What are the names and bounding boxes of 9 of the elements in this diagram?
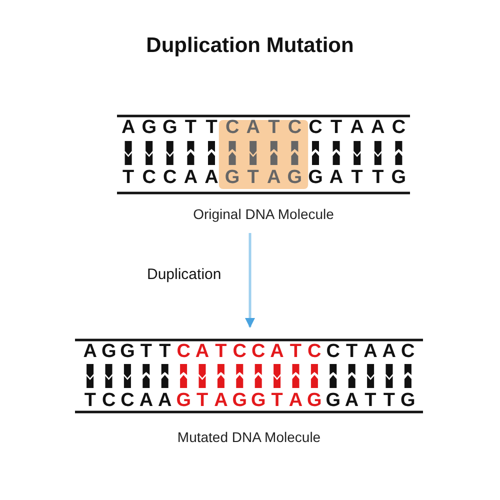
- dna-sequence: A G G T T C A T C C T A A C: [120, 118, 407, 140]
- dna-sequence: T C C A A G T A G G T A G G A T T G: [83, 391, 416, 413]
- arrow: [245, 233, 255, 328]
- title: Duplication Mutation: [145, 34, 355, 58]
- dna-sequence: T C C A A G T A G G A T T G: [122, 168, 408, 190]
- molecule-label: Original DNA Molecule: [192, 206, 335, 222]
- dna-sequence: A G G T T C A T C C A T C C T A A C: [82, 342, 416, 364]
- edge-label: Duplication: [147, 266, 222, 283]
- molecule-label: Mutated DNA Molecule: [176, 429, 322, 445]
